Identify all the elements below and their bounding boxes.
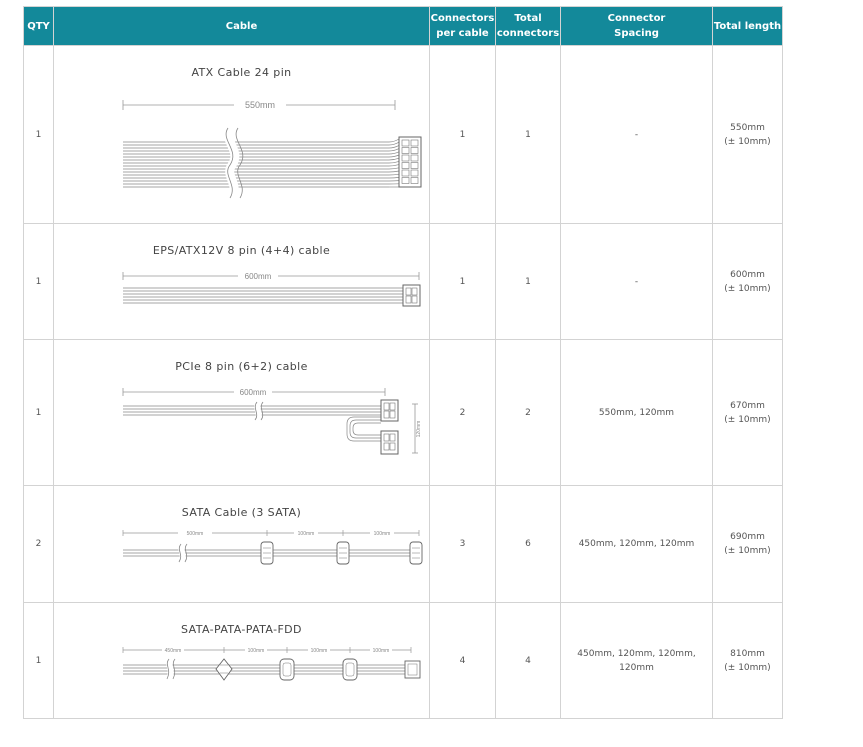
qty-cell: 1 (23, 223, 54, 340)
connectors-per-cable-cell: 2 (429, 339, 496, 486)
total-length-value: 670mm (730, 400, 765, 411)
cable-name: SATA-PATA-PATA-FDD (181, 623, 302, 636)
cable-cell: ATX Cable 24 pin 550mm (53, 45, 430, 224)
dim-label: 100mm (374, 531, 391, 537)
dim-label: 120mm (416, 421, 422, 438)
total-length-cell: 690mm (± 10mm) (712, 485, 783, 603)
total-length-tolerance: (± 10mm) (724, 662, 771, 673)
qty-cell: 1 (23, 45, 54, 224)
cable-name: SATA Cable (3 SATA) (181, 506, 302, 519)
sata-cable-diagram: 500mm 100mm 100mm (122, 530, 423, 565)
connector-spacing-cell: 450mm, 120mm, 120mm, 120mm (560, 602, 713, 719)
total-connectors-cell: 1 (495, 45, 561, 224)
connectors-per-cable-cell: 1 (429, 223, 496, 340)
total-length-cell: 550mm (± 10mm) (712, 45, 783, 224)
atx-24pin-cable-diagram: 550mm (122, 100, 422, 201)
dim-label: 100mm (373, 648, 390, 654)
qty-cell: 1 (23, 339, 54, 486)
table-row: 1 ATX Cable 24 pin 550mm 1 (23, 45, 783, 224)
dim-label: 500mm (187, 531, 204, 537)
cable-header: Cable (53, 6, 430, 46)
eps-8pin-cable-diagram: 600mm (122, 272, 421, 307)
total-length-tolerance: (± 10mm) (724, 136, 771, 147)
connectors-per-cable-cell: 1 (429, 45, 496, 224)
connectors-per-cable-cell: 4 (429, 602, 496, 719)
total-connectors-header-line2: connectors (496, 28, 560, 39)
connector-spacing-header-line2: Spacing (614, 28, 659, 39)
table-row: 2 SATA Cable (3 SATA) 500mm 100mm 100mm (23, 485, 783, 603)
total-length-tolerance: (± 10mm) (724, 546, 771, 556)
total-connectors-cell: 4 (495, 602, 561, 719)
qty-cell: 1 (23, 602, 54, 719)
table-row: 1 SATA-PATA-PATA-FDD 450mm 100mm (23, 602, 783, 719)
cable-name: ATX Cable 24 pin (191, 66, 292, 79)
total-connectors-header-line1: Total (514, 13, 542, 24)
connector-spacing-cell: - (560, 223, 713, 340)
table-header-row: QTY Cable Connectors per cable Total con… (23, 6, 783, 46)
cable-cell: EPS/ATX12V 8 pin (4+4) cable 600mm (53, 223, 430, 340)
qty-cell: 2 (23, 485, 54, 603)
connector-spacing-header-line1: Connector (607, 13, 666, 24)
total-length-value: 550mm (730, 122, 765, 133)
total-length-value: 810mm (730, 648, 765, 659)
connector-spacing-cell: 450mm, 120mm, 120mm (560, 485, 713, 603)
cable-cell: SATA-PATA-PATA-FDD 450mm 100mm 100mm 1 (53, 602, 430, 719)
dim-label: 600mm (245, 272, 272, 281)
connectors-per-cable-cell: 3 (429, 485, 496, 603)
dim-label: 100mm (298, 531, 315, 537)
total-connectors-cell: 6 (495, 485, 561, 603)
sata-pata-fdd-cable-diagram: 450mm 100mm 100mm 100mm (122, 647, 421, 681)
total-length-tolerance: (± 10mm) (724, 414, 771, 425)
cable-name: PCIe 8 pin (6+2) cable (175, 360, 308, 373)
total-length-value: 690mm (730, 532, 765, 542)
cable-cell: PCIe 8 pin (6+2) cable 600mm 120mm (53, 339, 430, 486)
connector-spacing-header: Connector Spacing (560, 6, 713, 46)
total-length-cell: 810mm (± 10mm) (712, 602, 783, 719)
total-length-value: 600mm (730, 269, 765, 280)
cable-spec-table: QTY Cable Connectors per cable Total con… (23, 6, 783, 719)
total-connectors-header: Total connectors (495, 6, 561, 46)
table-row: 1 EPS/ATX12V 8 pin (4+4) cable 600mm (23, 223, 783, 340)
dim-label: 450mm (165, 648, 182, 654)
dim-label: 600mm (240, 388, 267, 397)
total-length-cell: 600mm (± 10mm) (712, 223, 783, 340)
total-connectors-cell: 1 (495, 223, 561, 340)
dim-label: 100mm (248, 648, 265, 654)
total-connectors-cell: 2 (495, 339, 561, 486)
cable-name: EPS/ATX12V 8 pin (4+4) cable (152, 244, 331, 257)
qty-header: QTY (23, 6, 54, 46)
table-row: 1 PCIe 8 pin (6+2) cable 600mm 120mm (23, 339, 783, 486)
connector-spacing-cell: 550mm, 120mm (560, 339, 713, 486)
total-length-tolerance: (± 10mm) (724, 283, 771, 294)
total-length-cell: 670mm (± 10mm) (712, 339, 783, 486)
connectors-per-cable-header: Connectors per cable (429, 6, 496, 46)
connectors-per-cable-header-line1: Connectors (430, 13, 495, 24)
dim-label: 550mm (245, 100, 275, 110)
total-length-header: Total length (712, 6, 783, 46)
connector-spacing-cell: - (560, 45, 713, 224)
dim-label: 100mm (311, 648, 328, 654)
connectors-per-cable-header-line2: per cable (436, 28, 489, 39)
cable-cell: SATA Cable (3 SATA) 500mm 100mm 100mm (53, 485, 430, 603)
pcie-8pin-cable-diagram: 600mm 120mm (122, 388, 422, 455)
